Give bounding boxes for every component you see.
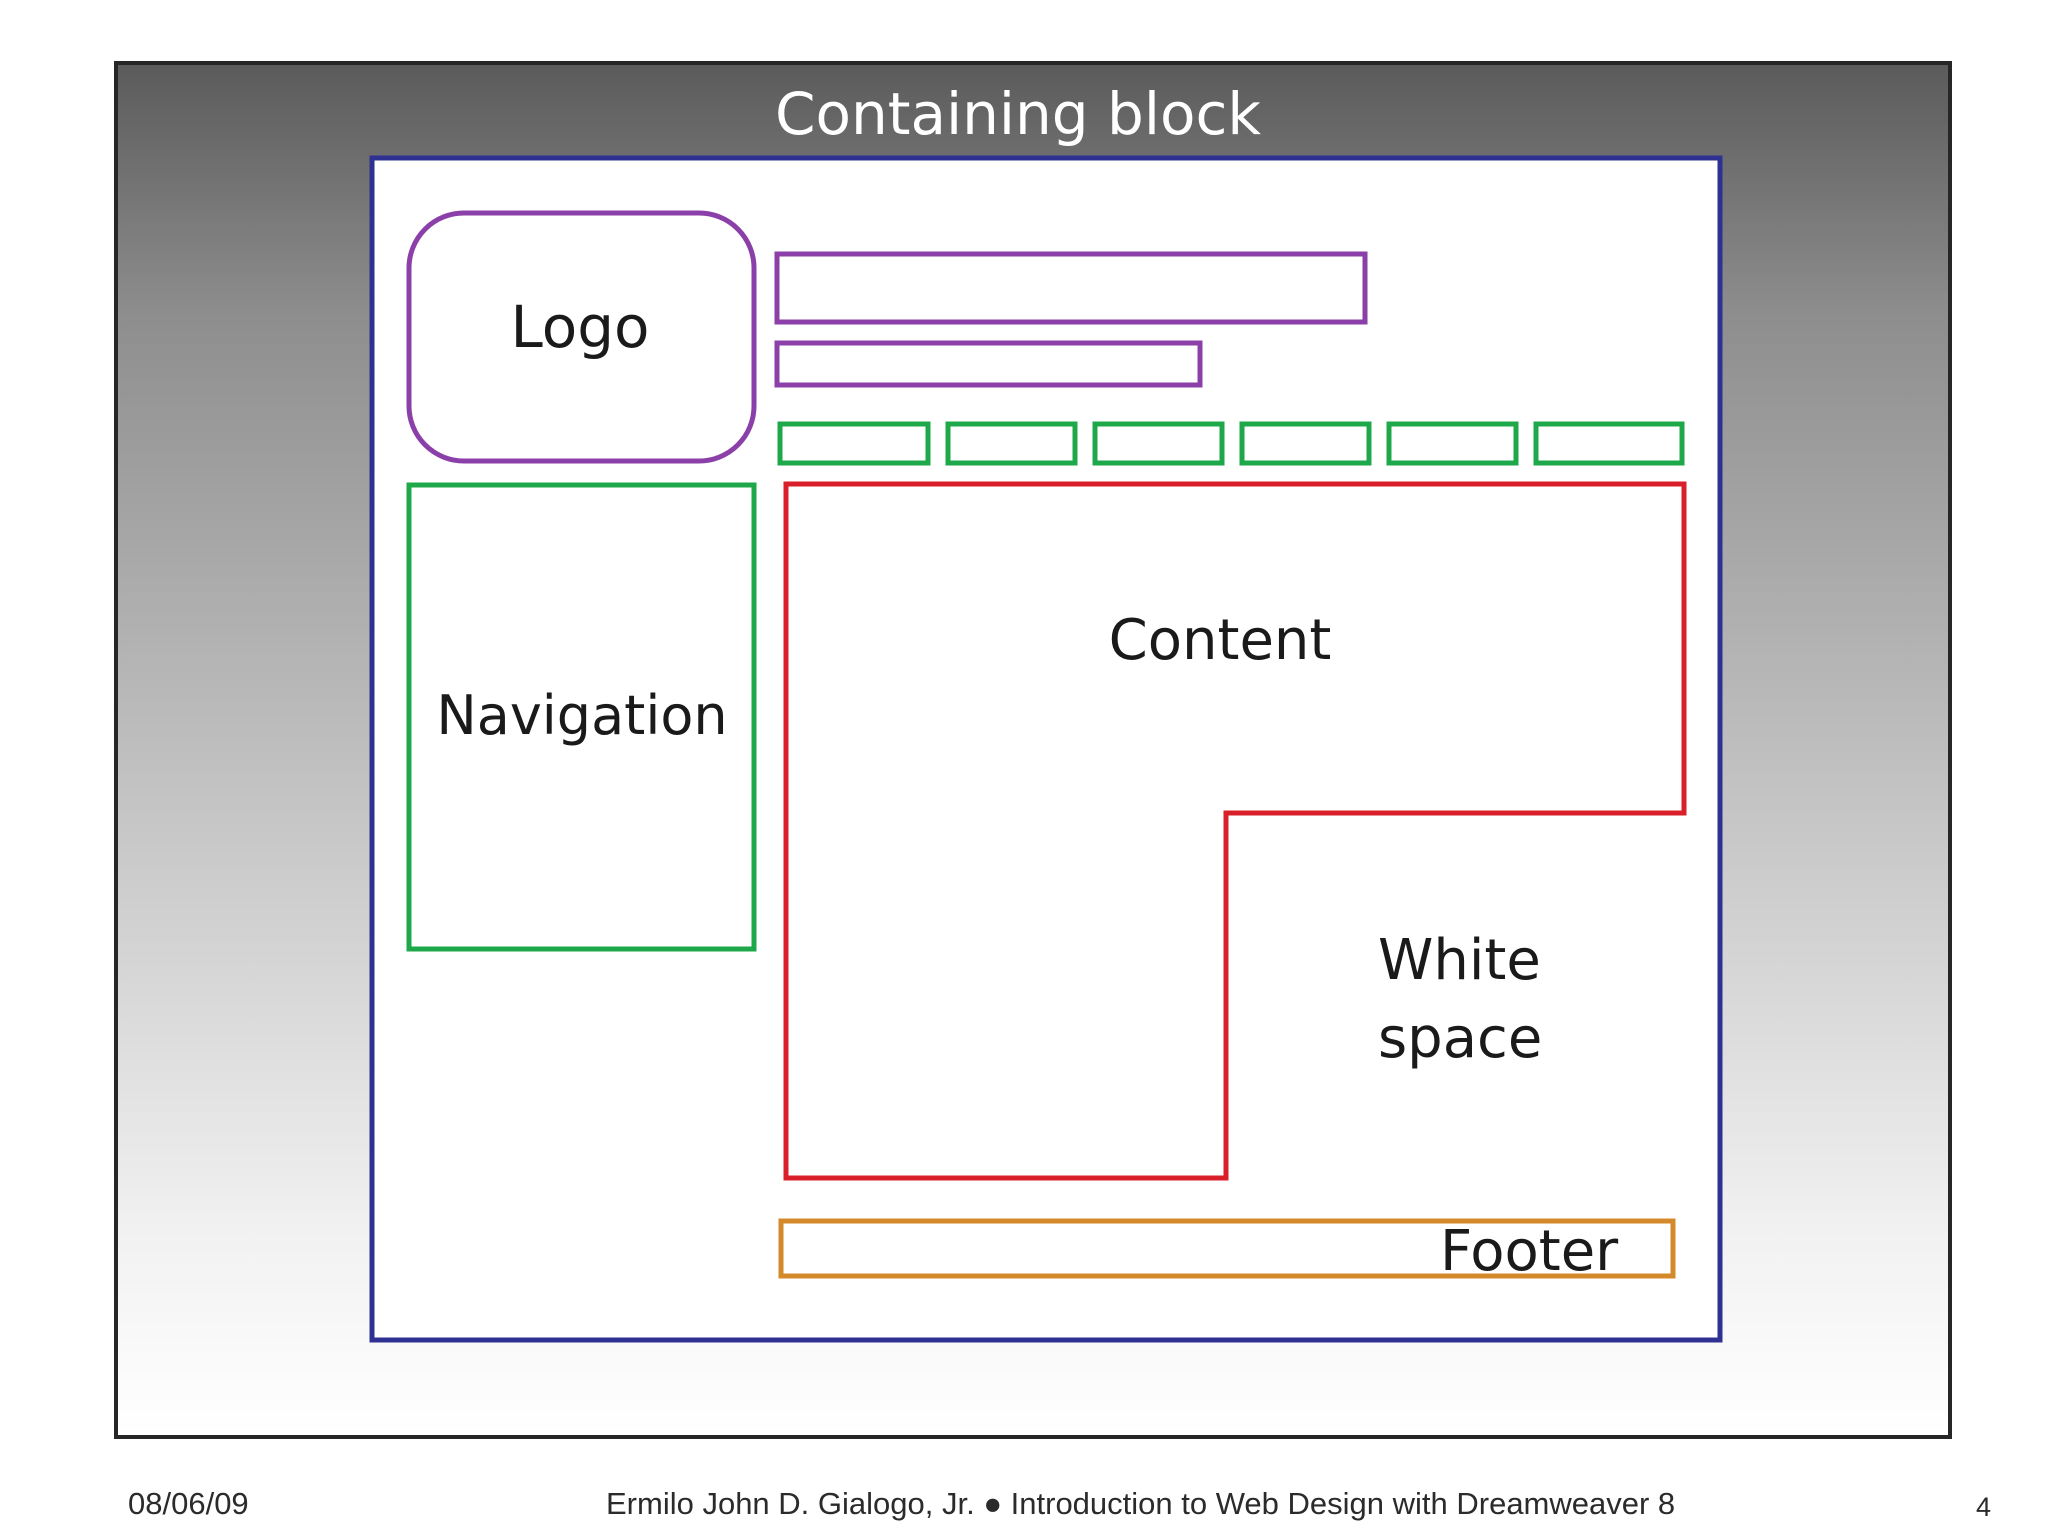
containing-block-title: Containing block [775,80,1261,148]
footer-block [778,1218,1676,1279]
nav-tab-2 [945,421,1078,466]
slide-date: 08/06/09 [128,1486,249,1521]
nav-tab-4 [1239,421,1372,466]
nav-tab-1 [777,421,931,466]
nav-tab-6 [1533,421,1685,466]
footer-label: Footer [1440,1219,1619,1284]
navigation-label: Navigation [436,684,727,747]
navigation-block [406,482,757,952]
white-space-label-line1: White [1378,928,1541,993]
nav-tab-3 [1092,421,1225,466]
header-bar-2 [774,340,1203,388]
nav-tab-5 [1386,421,1519,466]
logo-label: Logo [510,293,649,361]
slide-credit: Ermilo John D. Gialogo, Jr. ● Introducti… [606,1486,1676,1521]
slide-page-number: 4 [1976,1492,1992,1522]
content-block [783,481,1687,1181]
white-space-label-line2: space [1378,1006,1542,1071]
containing-block [369,155,1723,1343]
logo-block [406,210,757,464]
content-label: Content [1109,608,1332,673]
header-bar-1 [774,251,1368,325]
